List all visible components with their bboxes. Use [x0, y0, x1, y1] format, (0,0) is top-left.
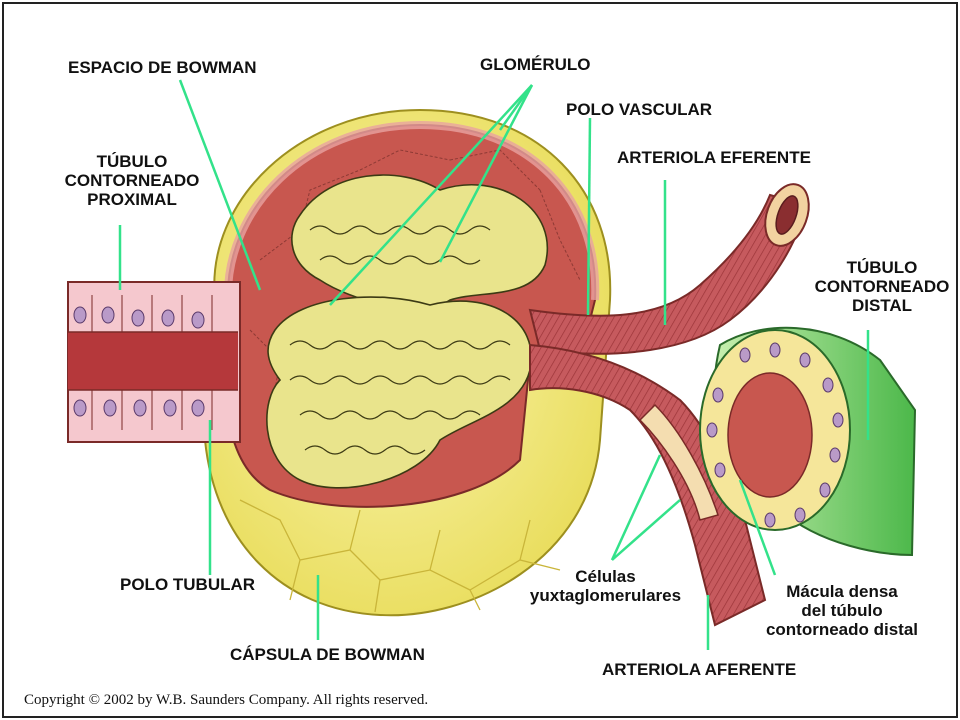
- label-macula-densa: Mácula densa del túbulo contorneado dist…: [765, 582, 919, 639]
- label-polo-tubular: POLO TUBULAR: [120, 575, 256, 594]
- glomerulus-capillary-loops: [289, 225, 511, 455]
- label-polo-vascular: POLO VASCULAR: [566, 100, 713, 119]
- label-tubulo-proximal: TÚBULO CONTORNEADO PROXIMAL: [64, 152, 200, 209]
- label-glomerulo: GLOMÉRULO: [480, 55, 591, 74]
- juxtaglomerular-cells: [638, 403, 719, 521]
- capsule-cell-pattern: [239, 499, 561, 613]
- glomerulus-tuft: [266, 174, 548, 489]
- label-tubulo-distal: TÚBULO CONTORNEADO DISTAL: [814, 258, 950, 315]
- label-arteriola-eferente: ARTERIOLA EFERENTE: [617, 148, 811, 167]
- label-espacio-bowman: ESPACIO DE BOWMAN: [68, 58, 257, 77]
- distal-tubule-nuclei: [706, 342, 844, 528]
- label-arteriola-aferente: ARTERIOLA AFERENTE: [602, 660, 797, 679]
- label-celulas-yuxtaglomerulares: Células yuxtaglomerulares: [529, 567, 682, 605]
- copyright-notice: Copyright © 2002 by W.B. Saunders Compan…: [24, 692, 429, 708]
- leader-lines: [118, 79, 870, 650]
- afferent-arteriole: [529, 343, 767, 627]
- proximal-tubule: [67, 281, 241, 443]
- label-capsula-bowman: CÁPSULA DE BOWMAN: [230, 645, 425, 664]
